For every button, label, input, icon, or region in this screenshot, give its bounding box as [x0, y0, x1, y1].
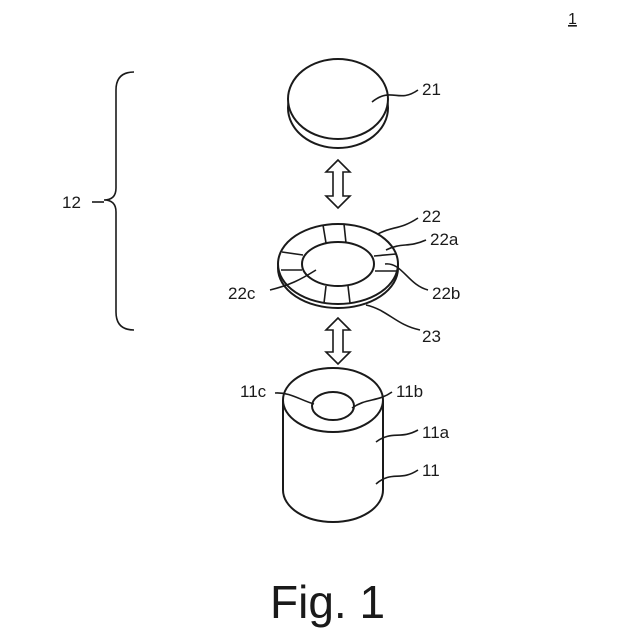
figure-ref-number: 1	[568, 11, 577, 28]
figure-caption: Fig. 1	[270, 576, 385, 628]
label-22b: 22b	[432, 284, 460, 303]
part-11-cylinder	[283, 368, 383, 522]
label-21: 21	[422, 80, 441, 99]
label-22c: 22c	[228, 284, 256, 303]
double-arrow-upper	[326, 160, 350, 208]
leader-22	[378, 218, 418, 234]
label-11a: 11a	[422, 423, 450, 442]
label-23: 23	[422, 327, 441, 346]
part-21-disc	[288, 59, 388, 148]
leader-23	[366, 305, 420, 330]
bracket-12	[104, 72, 134, 330]
label-11b: 11b	[396, 382, 423, 401]
label-22: 22	[422, 207, 441, 226]
double-arrow-lower	[326, 318, 350, 364]
label-11: 11	[422, 461, 440, 480]
label-22a: 22a	[430, 230, 459, 249]
part-22-ring	[278, 224, 398, 308]
label-11c: 11c	[240, 382, 267, 401]
label-12: 12	[62, 193, 81, 212]
